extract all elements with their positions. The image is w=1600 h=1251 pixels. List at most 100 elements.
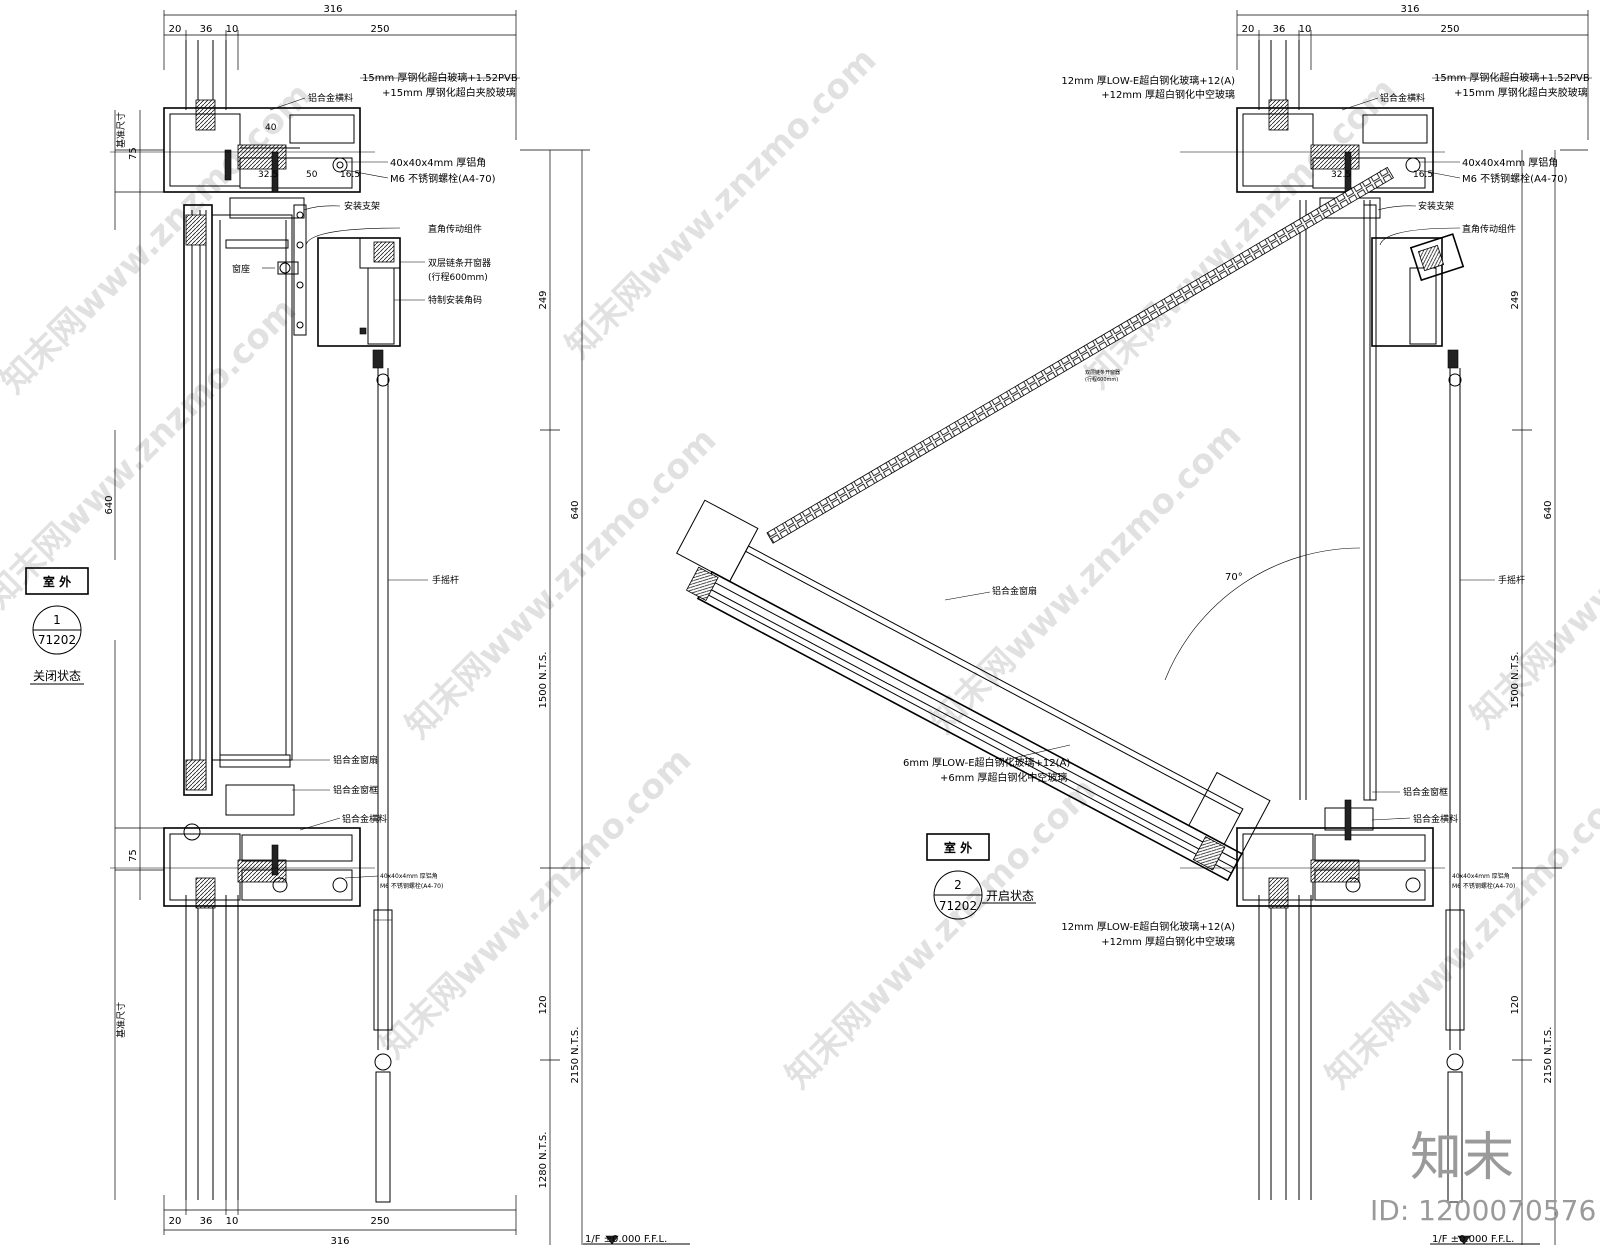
bracket-label: 安装支架 — [344, 200, 380, 212]
opener-assembly-open — [1371, 233, 1465, 369]
dim-40: 40 — [265, 123, 277, 133]
brand-watermark: 知末 ID: 1200070576 — [1370, 1128, 1596, 1227]
watermark: 知末网www.znzmo.com — [1463, 410, 1600, 736]
dim-2150: 2150 N.T.S. — [1543, 1027, 1554, 1084]
watermark: 知末网www.znzmo.com — [558, 40, 884, 366]
outside-label: 室 外 — [43, 574, 71, 589]
height-dimensions-open: 249 640 1500 N.T.S. 120 2150 N.T.S. — [1510, 149, 1588, 1245]
transom-label: 铝合金横料 — [1380, 92, 1425, 104]
dim-36: 36 — [1273, 24, 1286, 35]
angle-label: 40x40x4mm 厚铝角 — [390, 157, 486, 169]
dim-16-5: 16.5 — [1413, 170, 1433, 180]
opening-angle: 70° — [1225, 572, 1243, 583]
opener-label: 双层链条开窗器 — [428, 257, 491, 269]
dim-640: 640 — [1543, 500, 1554, 519]
drive-label: 直角传动组件 — [1462, 223, 1516, 235]
brand-id: ID: 1200070576 — [1370, 1194, 1596, 1227]
bottom-transom-open — [1236, 799, 1434, 907]
dim-640: 640 — [570, 500, 581, 519]
glass-top-right-line1: 15mm 厚钢化超白玻璃+1.52PVB — [1434, 71, 1590, 84]
chain-label: 双层链条开窗器 — [1085, 369, 1120, 376]
state-label: 关闭状态 — [33, 669, 81, 683]
dim-75-top: 75 — [128, 147, 139, 160]
bracket-label: 安装支架 — [1418, 200, 1454, 212]
dim-total: 316 — [1400, 4, 1419, 15]
glass-spec-line2: +15mm 厚钢化超白夹胶玻璃 — [382, 86, 516, 99]
dim-250: 250 — [370, 1216, 389, 1227]
sash-label: 铝合金窗扇 — [992, 585, 1037, 597]
dim-20: 20 — [169, 24, 182, 35]
dim-250: 250 — [1440, 24, 1459, 35]
dim-120: 120 — [538, 995, 549, 1014]
window-base-label: 窗座 — [232, 263, 250, 275]
open-state-section: 316 20 36 10 250 — [676, 4, 1592, 1245]
bolt-label: M6 不锈钢螺栓(A4-70) — [1462, 172, 1568, 185]
callouts-open: 12mm 厚LOW-E超白钢化玻璃+12(A) +12mm 厚超白钢化中空玻璃 … — [903, 71, 1592, 948]
brand-logo: 知末 — [1410, 1128, 1514, 1188]
floor-level-marker: 1/F ±0.000 F.F.L. — [583, 1234, 690, 1245]
sash-glass-line1: 6mm 厚LOW-E超白钢化玻璃+12(A) — [903, 756, 1070, 769]
datum-note: 基准尺寸 — [115, 112, 127, 148]
callouts-closed: 15mm 厚钢化超白玻璃+1.52PVB +15mm 厚钢化超白夹胶玻璃 铝合金… — [232, 71, 520, 890]
drive-label: 直角传动组件 — [428, 223, 482, 235]
dim-2150: 2150 N.T.S. — [570, 1027, 581, 1084]
dim-20: 20 — [1242, 24, 1255, 35]
dim-250: 250 — [370, 24, 389, 35]
detail-number: 1 — [53, 613, 61, 627]
window-frame-open — [1299, 197, 1381, 801]
dim-1280: 1280 N.T.S. — [538, 1132, 549, 1189]
glass-spec-line1: 15mm 厚钢化超白玻璃+1.52PVB — [362, 71, 518, 84]
glass-bottom — [185, 877, 239, 1200]
dim-1500: 1500 N.T.S. — [1510, 652, 1521, 709]
glass-bottom-open — [1258, 877, 1312, 1200]
sash-label: 铝合金窗扇 — [333, 754, 378, 766]
detail-sheet: 71202 — [939, 899, 977, 913]
crank-rod-closed — [373, 368, 393, 1203]
dim-249: 249 — [1510, 290, 1521, 309]
outside-label: 室 外 — [944, 840, 972, 855]
watermark: 知末网www.znzmo.com — [923, 415, 1249, 741]
glass-top-right-line2: +15mm 厚钢化超白夹胶玻璃 — [1454, 86, 1588, 99]
glass-top-left-line2: +12mm 厚超白钢化中空玻璃 — [1101, 88, 1235, 101]
opener-stroke: (行程600mm) — [428, 271, 488, 283]
angle-small-label: 40x40x4mm 厚铝角 — [1452, 872, 1510, 880]
dim-32-5: 32.5 — [1331, 170, 1351, 180]
transom-bottom-label: 铝合金横料 — [342, 813, 387, 825]
crank-label: 手摇杆 — [432, 574, 459, 586]
glass-top — [185, 40, 227, 131]
detail-tag-1: 室 外 1 71202 关闭状态 — [25, 567, 89, 685]
watermark: 知末网www.znzmo.com — [778, 770, 1104, 1096]
ffl-label: 1/F ±0.000 F.F.L. — [585, 1234, 667, 1245]
dim-total: 316 — [323, 4, 342, 15]
frame-label: 铝合金窗框 — [1403, 786, 1448, 798]
closed-state-section: 316 20 36 10 250 75 640 75 基准尺寸 基准尺寸 — [25, 4, 690, 1247]
transom-label: 铝合金横料 — [308, 92, 353, 104]
dim-75-bottom: 75 — [128, 849, 139, 862]
bolt-small-label: M6 不锈钢螺栓(A4-70) — [1452, 882, 1515, 890]
state-label: 开启状态 — [986, 889, 1034, 903]
crank-label: 手摇杆 — [1498, 574, 1525, 586]
bolt-small-label: M6 不锈钢螺栓(A4-70) — [380, 882, 443, 890]
glass-bottom-line1: 12mm 厚LOW-E超白钢化玻璃+12(A) — [1061, 920, 1235, 933]
dim-total: 316 — [330, 1236, 349, 1247]
dim-36: 36 — [200, 1216, 213, 1227]
crank-rod-open — [1445, 368, 1465, 1203]
left-side-dimensions: 75 640 75 基准尺寸 基准尺寸 — [104, 110, 164, 1200]
watermark: 知末网www.znzmo.com — [1078, 70, 1404, 396]
corner-code-label: 特制安装角码 — [428, 294, 482, 306]
dim-1500: 1500 N.T.S. — [538, 652, 549, 709]
top-dimensions-open: 316 20 36 10 250 — [1236, 4, 1589, 140]
sash-glass-line2: +6mm 厚超白钢化中空玻璃 — [940, 771, 1067, 784]
detail-tag-2: 室 外 2 71202 开启状态 — [926, 833, 1036, 920]
chain-stroke: (行程600mm) — [1085, 376, 1118, 383]
detail-number: 2 — [954, 878, 962, 892]
dim-640: 640 — [104, 495, 115, 514]
angle-small-label: 40x40x4mm 厚铝角 — [380, 872, 438, 880]
transom-bottom-label: 铝合金横料 — [1413, 813, 1458, 825]
glass-top-open — [1258, 40, 1300, 131]
watermark: 知末网www.znzmo.com — [1318, 770, 1600, 1096]
bottom-transom — [163, 823, 361, 907]
ffl-label: 1/F ±0.000 F.F.L. — [1432, 1234, 1514, 1245]
dim-32-5: 32.5 — [258, 170, 278, 180]
dim-10: 10 — [226, 1216, 239, 1227]
